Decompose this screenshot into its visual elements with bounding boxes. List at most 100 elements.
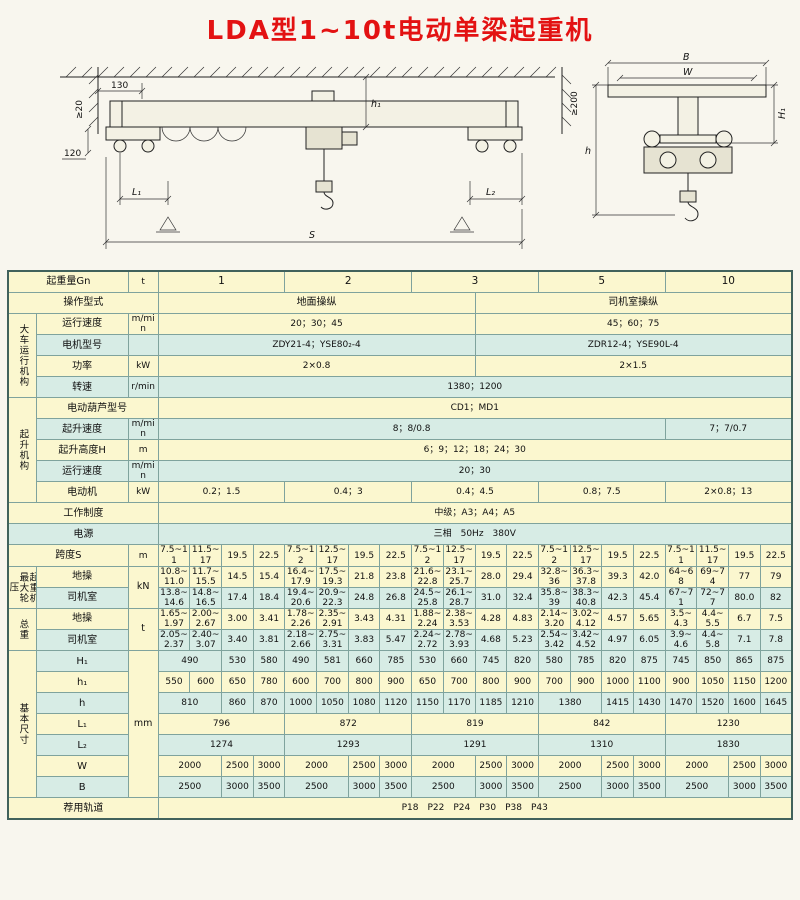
table-cell: 21.8 [347, 565, 381, 588]
table-cell: 24.5~25.8 [411, 586, 444, 609]
table-cell: 22.5 [379, 544, 413, 567]
table-cell: 1310 [537, 734, 666, 757]
table-cell: 3500 [632, 776, 666, 799]
table-cell: 20.9~22.3 [316, 586, 349, 609]
table-cell: 12.5~17 [569, 544, 603, 567]
table-cell: 5.65 [632, 607, 666, 631]
table-cell: 0.2；1.5 [157, 481, 286, 504]
table-cell: 18.4 [252, 586, 286, 609]
table-cell: 3.9~4.6 [664, 629, 698, 652]
table-cell: 5.23 [506, 629, 539, 652]
table-cell: 电动机 [35, 481, 129, 504]
table-cell: 1415 [601, 692, 634, 715]
table-cell: 1.78~2.26 [284, 607, 318, 631]
table-cell: 17.4 [221, 586, 254, 609]
table-cell: m [127, 439, 159, 462]
section-view: B W H₁ h [585, 52, 788, 222]
table-cell: 3 [411, 270, 539, 293]
table-cell: 2000 [537, 755, 603, 778]
table-cell: 2000 [284, 755, 349, 778]
table-cell: 3500 [379, 776, 413, 799]
table-cell: 2×0.8 [157, 355, 476, 378]
table-cell: 司机室操纵 [474, 292, 793, 314]
table-cell: 900 [569, 671, 603, 694]
table-cell: 796 [157, 713, 286, 736]
table-cell: 69~74 [696, 565, 729, 588]
section-label: 总重 [7, 607, 37, 652]
table-cell: 4.83 [506, 607, 539, 631]
table-cell: 1520 [696, 692, 729, 715]
table-cell: 39.3 [601, 565, 634, 588]
table-cell: 700 [442, 671, 476, 694]
table-cell: 490 [284, 650, 318, 673]
table-cell: 三相 50Hz 380V [157, 523, 793, 546]
table-cell: 3000 [347, 776, 381, 799]
table-cell: 650 [221, 671, 254, 694]
table-cell: 2.18~2.66 [284, 629, 318, 652]
section-label: 起升机构 [7, 397, 37, 504]
table-cell: 1230 [664, 713, 793, 736]
page-title: LDA型1~10t电动单梁起重机 [206, 16, 594, 46]
table-cell: 77 [728, 565, 761, 588]
table-cell: ZDR12-4；YSE90L-4 [474, 334, 793, 357]
table-cell: 1293 [284, 734, 413, 757]
table-cell: 4.68 [474, 629, 508, 652]
table-cell: 司机室 [35, 629, 129, 652]
table-cell: 5 [537, 270, 666, 293]
dim-l2-label: L₂ [486, 187, 495, 198]
table-cell: 2.40~3.07 [189, 629, 222, 652]
table-cell: 2 [284, 270, 413, 293]
table-cell: CD1；MD1 [157, 397, 793, 420]
table-cell: 872 [284, 713, 413, 736]
table-cell: 12.5~17 [316, 544, 349, 567]
table-cell: 0.4；4.5 [411, 481, 539, 504]
table-cell: 20；30 [157, 460, 793, 483]
table-cell: 3.83 [347, 629, 381, 652]
table-cell: 19.5 [474, 544, 508, 567]
table-cell: 1000 [284, 692, 318, 715]
table-cell: 3000 [506, 755, 539, 778]
table-cell: h [35, 692, 129, 715]
table-cell: m/min [127, 460, 159, 483]
table-cell: 起升速度 [35, 418, 129, 441]
table-cell: 42.0 [632, 565, 666, 588]
table-cell: 2000 [157, 755, 223, 778]
table-cell: 1.65~1.97 [157, 607, 191, 631]
table-cell: 3.00 [221, 607, 254, 631]
table-cell: 2.75~3.31 [316, 629, 349, 652]
table-cell: 79 [759, 565, 793, 588]
table-cell: 2.14~3.20 [537, 607, 571, 631]
table-cell: 13.8~14.6 [157, 586, 191, 609]
table-cell: 司机室 [35, 586, 129, 609]
table-cell: 22.5 [506, 544, 539, 567]
table-cell: 1.88~2.24 [411, 607, 444, 631]
table-cell: t [127, 270, 159, 293]
table-cell: 中级；A3；A4；A5 [157, 502, 793, 525]
table-cell: 起升高度H [35, 439, 129, 462]
table-cell: 7.1 [728, 629, 761, 652]
table-cell: 3000 [601, 776, 634, 799]
table-cell: 地面操纵 [157, 292, 476, 314]
table-cell: 865 [728, 650, 761, 673]
table-cell: 3000 [632, 755, 666, 778]
table-cell: 6；9；12；18；24；30 [157, 439, 793, 462]
table-cell: 23.8 [379, 565, 413, 588]
table-cell: 操作型式 [7, 292, 159, 314]
table-cell: 900 [379, 671, 413, 694]
table-cell: 4.4~5.8 [696, 629, 729, 652]
table-cell: 14.8~16.5 [189, 586, 222, 609]
table-cell: 3000 [379, 755, 413, 778]
table-cell: 19.5 [601, 544, 634, 567]
table-cell: 3000 [474, 776, 508, 799]
table-cell: P18 P22 P24 P30 P38 P43 [157, 797, 793, 820]
table-cell: 26.8 [379, 586, 413, 609]
crane-drawing: 130 ≥20 120 h₁ L₁ L₂ S ≥200 B W [60, 52, 788, 249]
table-cell: 6.05 [632, 629, 666, 652]
table-cell: 地操 [35, 607, 129, 631]
table-cell: 运行速度 [35, 460, 129, 483]
table-cell: 819 [411, 713, 539, 736]
table-cell: 22.5 [759, 544, 793, 567]
table-cell: 2500 [284, 776, 349, 799]
table-cell: 跨度S [7, 544, 129, 567]
